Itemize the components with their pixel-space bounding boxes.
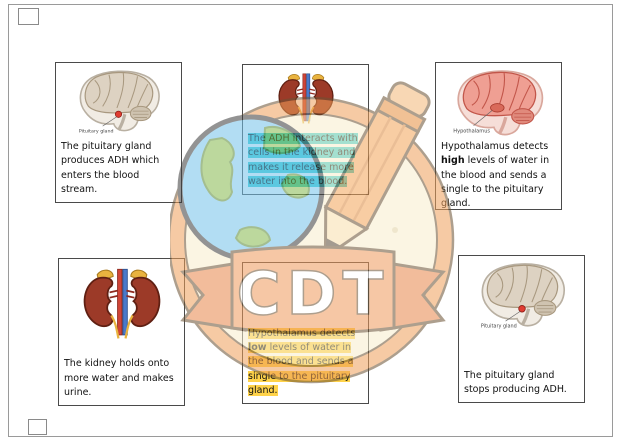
pituitary-dot bbox=[517, 305, 526, 313]
image-label: Hypothalamus bbox=[453, 128, 490, 134]
brain-pituitary-diagram: Pituitary gland bbox=[466, 261, 578, 331]
image-label: Pituitary gland bbox=[480, 324, 516, 330]
hypothalamus-region bbox=[489, 103, 505, 113]
card-text: The pituitary gland stops producing ADH. bbox=[464, 369, 567, 395]
card-text: Hypothalamus detects low levels of water… bbox=[248, 327, 356, 396]
corner-marker-top-left bbox=[18, 8, 39, 25]
corner-marker-bottom-left bbox=[28, 419, 47, 435]
image-label: Pituitary gland bbox=[79, 128, 114, 134]
flashcard-hypothalamus-low: Hypothalamus detects low levels of water… bbox=[242, 262, 369, 404]
brain-red-icon: Hypothalamus bbox=[453, 70, 543, 136]
flashcard-pituitary-stops-adh: Pituitary gland The pituitary gland stop… bbox=[458, 255, 585, 403]
brain-hypothalamus-diagram: Hypothalamus bbox=[443, 68, 555, 140]
card-text: The kidney holds onto more water and mak… bbox=[64, 358, 174, 398]
pituitary-dot bbox=[114, 110, 123, 118]
brain-sagittal-icon: Pituitary gland bbox=[79, 70, 160, 134]
kidneys-icon bbox=[278, 73, 333, 124]
flashcard-adh-kidney-action: The ADH interacts with cells in the kidn… bbox=[242, 64, 369, 195]
flashcard-kidney-retains-water: The kidney holds onto more water and mak… bbox=[58, 258, 185, 406]
kidneys-diagram bbox=[272, 70, 340, 126]
card-text: The pituitary gland produces ADH which e… bbox=[61, 141, 160, 195]
page-border bbox=[8, 4, 613, 437]
kidneys-icon bbox=[83, 268, 160, 339]
brain-pituitary-diagram: Pituitary gland bbox=[71, 68, 166, 136]
flashcard-pituitary-produces-adh: Pituitary gland The pituitary gland prod… bbox=[55, 62, 182, 203]
kidneys-diagram bbox=[75, 264, 169, 342]
card-text: Hypothalamus detects high levels of wate… bbox=[441, 141, 550, 209]
flashcard-hypothalamus-high: Hypothalamus Hypothalamus detects high l… bbox=[435, 62, 562, 210]
brain-sagittal-icon: Pituitary gland bbox=[480, 263, 565, 330]
card-text: The ADH interacts with cells in the kidn… bbox=[248, 133, 358, 187]
